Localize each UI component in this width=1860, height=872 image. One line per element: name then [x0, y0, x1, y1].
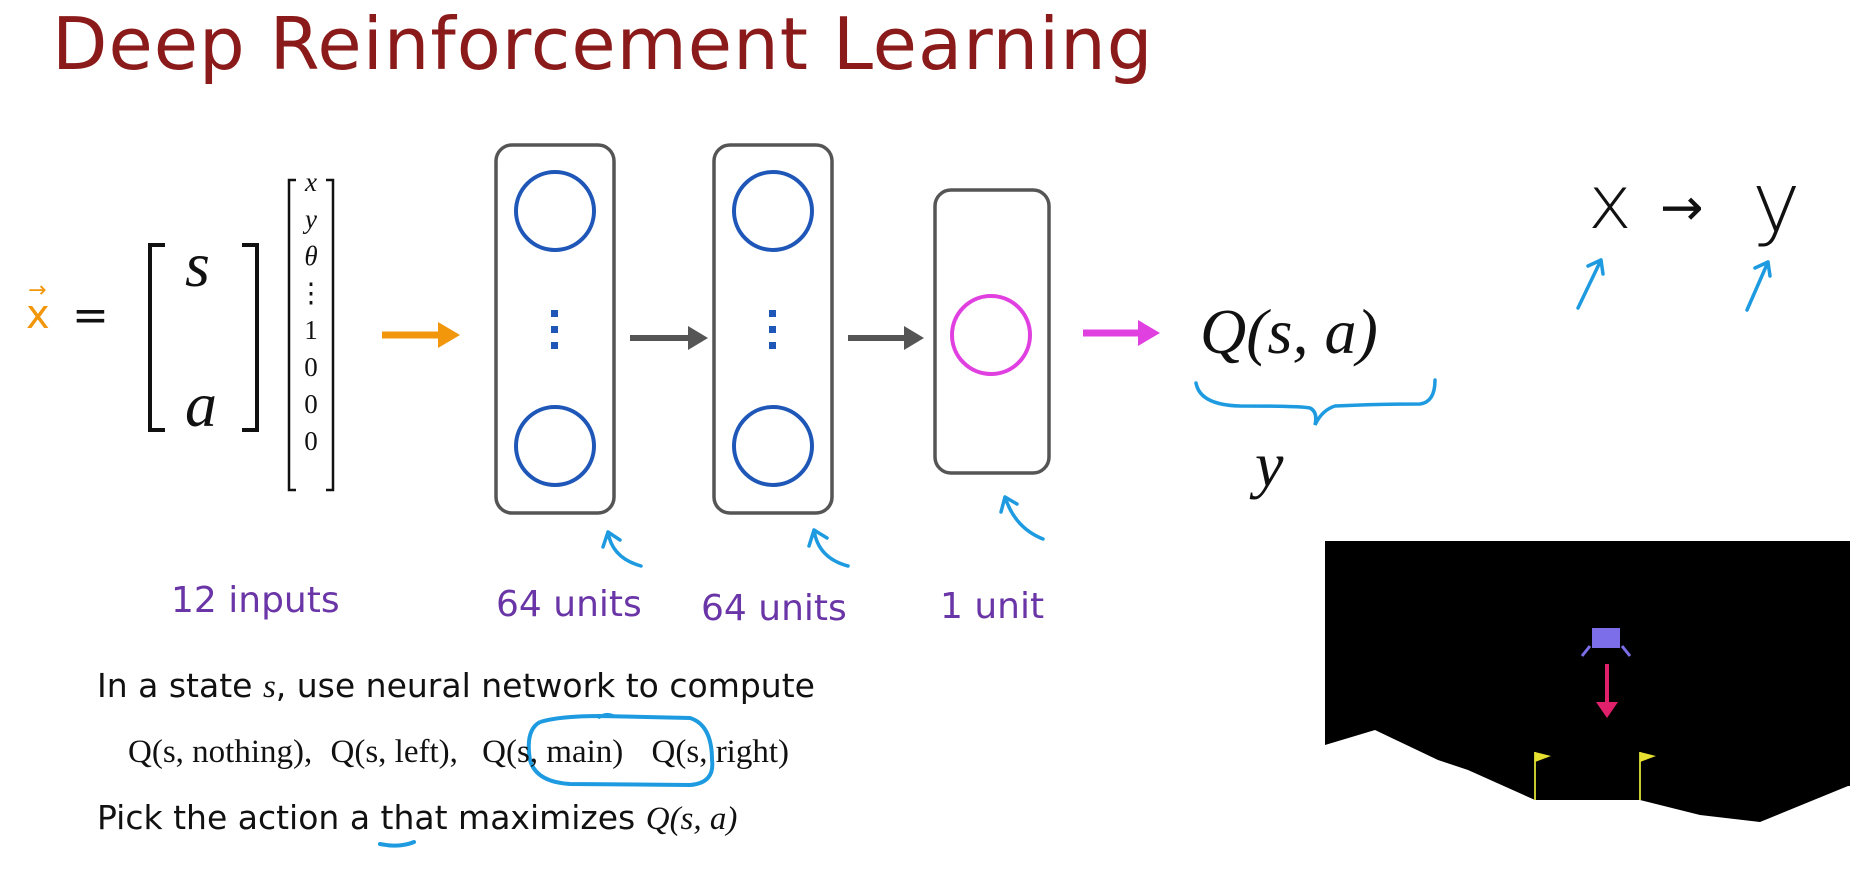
layer-arrow-1: [630, 326, 708, 350]
lander-body: [1592, 628, 1620, 648]
feature-y: y: [305, 204, 317, 234]
q-sa-formula: Q(s, a): [645, 801, 738, 837]
feature-vector-brackets: [287, 178, 335, 492]
explanation-line-1: In a state s, use neural network to comp…: [97, 666, 815, 705]
target-y: y: [1255, 429, 1284, 500]
layer-label-inputs: 12 inputs: [171, 580, 340, 621]
lunar-lander-scene: [1325, 541, 1850, 872]
layer-label-output: 1 unit: [940, 586, 1045, 627]
state-var: s: [262, 669, 276, 705]
matrix-s: s: [185, 229, 210, 300]
q-main: Q(s, main): [482, 734, 624, 770]
feature-action-3: 0: [304, 389, 318, 419]
feature-vector: x y θ ⋮ 1 0 0 0: [296, 164, 326, 460]
matrix-a: a: [185, 369, 217, 440]
input-x-label: → x: [26, 278, 50, 338]
feature-action-1: 1: [304, 315, 318, 345]
neuron-ellipsis: [769, 310, 776, 349]
q-right: Q(s, right): [651, 734, 790, 770]
feature-action-2: 0: [304, 352, 318, 382]
layer-label-hidden-2: 64 units: [701, 588, 847, 629]
vector-arrow-accent: →: [28, 278, 47, 303]
q-nothing: Q(s, nothing),: [128, 734, 313, 770]
output-neuron: [950, 294, 1032, 376]
neuron-top: [732, 170, 814, 252]
input-arrow: [382, 322, 460, 348]
underline-a: [378, 840, 416, 848]
layer-label-hidden-1: 64 units: [496, 584, 642, 625]
feature-action-4: 0: [304, 426, 318, 456]
explanation-line-3: Pick the action a that maximizes Q(s, a): [97, 798, 738, 837]
feature-ellipsis: ⋮: [297, 278, 325, 308]
annotation-arrows: [601, 258, 1772, 568]
feature-theta: θ: [304, 241, 318, 271]
highlight-circle: [526, 713, 715, 788]
layer-arrow-2: [848, 326, 924, 350]
neuron-bottom: [732, 405, 814, 487]
neuron-bottom: [514, 405, 596, 487]
feature-x: x: [305, 167, 317, 197]
neuron-top: [514, 170, 596, 252]
output-brace: [1194, 378, 1437, 426]
hidden-layer-1: [494, 143, 616, 515]
neuron-ellipsis: [551, 310, 558, 349]
underline-mark: [597, 712, 615, 720]
q-value-output: Q(s, a): [1200, 296, 1378, 367]
output-arrow: [1083, 320, 1160, 346]
q-left: Q(s, left),: [330, 734, 458, 770]
hidden-layer-2: [712, 143, 834, 515]
handwritten-y: y: [1752, 156, 1801, 251]
q-values-line: Q(s, nothing), Q(s, left), Q(s, main) Q(…: [128, 734, 789, 771]
equals-sign: =: [72, 290, 109, 341]
handwritten-x: x: [1588, 160, 1632, 246]
output-layer: [933, 188, 1051, 475]
input-matrix-brackets: [148, 243, 259, 432]
slide-title: Deep Reinforcement Learning: [52, 2, 1154, 86]
action-var: a: [349, 798, 371, 837]
handwritten-arrow: →: [1660, 178, 1704, 238]
